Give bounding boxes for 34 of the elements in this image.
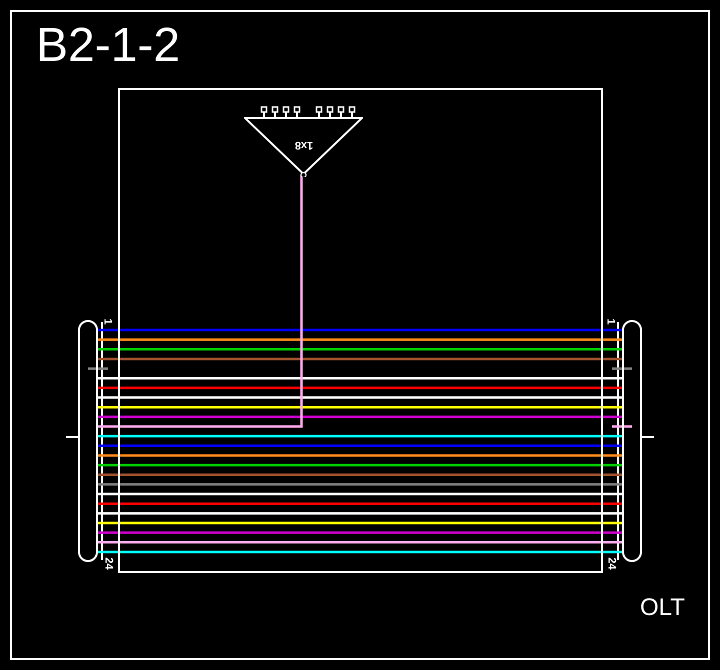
fiber-line (98, 454, 622, 457)
enclosure-box (118, 88, 603, 573)
fiber-line (98, 358, 622, 360)
fiber-number: 1 (604, 318, 616, 325)
fiber-line (98, 474, 622, 476)
fiber-line (98, 416, 622, 418)
fiber-line (98, 492, 622, 496)
fiber-line (98, 483, 622, 486)
splitter-triangle (244, 106, 363, 177)
fiber-line (98, 531, 622, 534)
fiber-line (98, 348, 622, 351)
splitter-ratio: 1x8 (294, 139, 313, 150)
fiber-line (98, 386, 622, 390)
diagram-title: B2-1-2 (36, 22, 180, 70)
fiber-line (98, 550, 622, 554)
fiber-line (98, 406, 622, 408)
fiber-number: 24 (606, 557, 617, 570)
fiber-line (98, 444, 622, 448)
equipment-label: OLT (640, 596, 685, 620)
fiber-line (98, 502, 622, 505)
fiber-line (98, 541, 622, 544)
fiber-line (98, 175, 303, 428)
fiber-line (98, 512, 622, 515)
fiber-line (98, 377, 622, 380)
cable-bracket (622, 320, 642, 562)
fiber-line (98, 328, 622, 332)
fiber-line (98, 434, 622, 438)
fiber-number: 1 (102, 318, 113, 325)
fiber-line (98, 522, 622, 524)
fiber-line (98, 338, 622, 341)
fiber-line (98, 396, 622, 399)
cable-bracket (78, 320, 98, 562)
fiber-line (98, 464, 622, 466)
fiber-number: 24 (102, 557, 114, 570)
